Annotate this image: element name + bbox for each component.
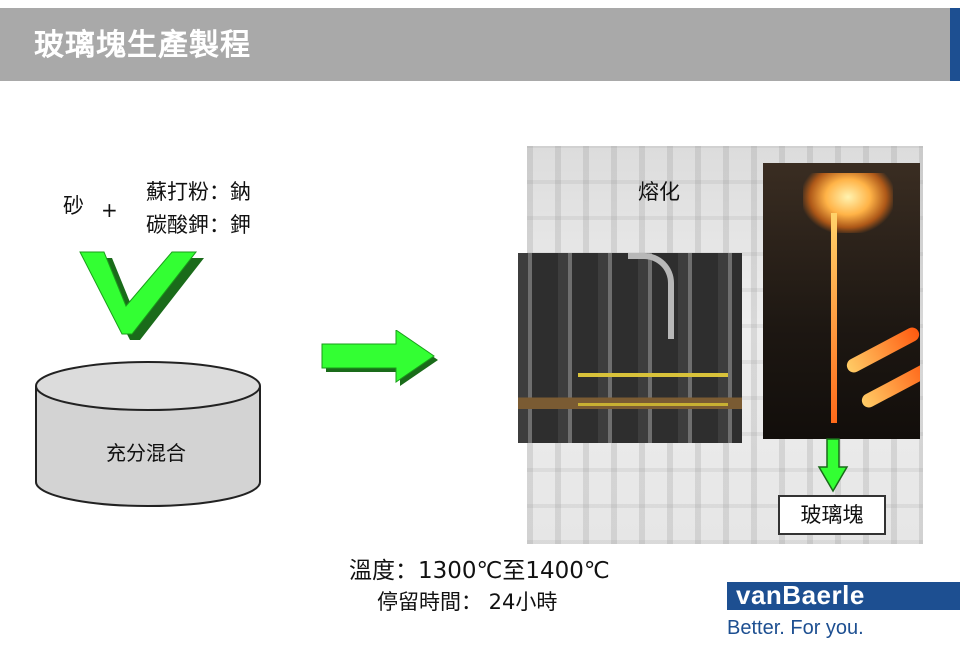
mixing-label: 充分混合: [106, 441, 186, 465]
molten-gob: [844, 325, 920, 375]
checkmark-arrow-icon: [79, 251, 204, 340]
molten-glow: [803, 173, 893, 233]
melting-label: 熔化: [638, 180, 680, 204]
ingredient-potash: 碳酸鉀：鉀: [146, 213, 251, 237]
title-accent-strip: [950, 8, 960, 81]
temperature-text: 溫度：1300℃至1400℃: [349, 558, 610, 584]
mixing-drum-icon: [35, 361, 261, 507]
molten-stream: [831, 213, 837, 423]
ingredient-sand: 砂: [63, 194, 84, 218]
down-arrow-icon: [817, 438, 849, 493]
ingredient-soda: 蘇打粉：鈉: [146, 180, 251, 204]
glass-block-label: 玻璃塊: [778, 495, 886, 535]
title-bar: [0, 8, 950, 81]
ingredient-plus: +: [101, 198, 118, 222]
molten-gob: [859, 360, 920, 410]
furnace-rail-lower: [578, 403, 728, 406]
right-arrow-icon: [321, 330, 438, 386]
slide-title: 玻璃塊生產製程: [34, 28, 251, 63]
molten-glass-photo: [763, 163, 920, 439]
furnace-pipe: [628, 253, 674, 339]
vanbaerle-logo: vanBaerle: [736, 580, 865, 610]
logo-tagline: Better. For you.: [727, 617, 864, 639]
furnace-photo: [518, 253, 742, 443]
logo-band: [727, 582, 960, 610]
residence-time-text: 停留時間： 24小時: [377, 590, 558, 614]
furnace-rail: [578, 373, 728, 377]
